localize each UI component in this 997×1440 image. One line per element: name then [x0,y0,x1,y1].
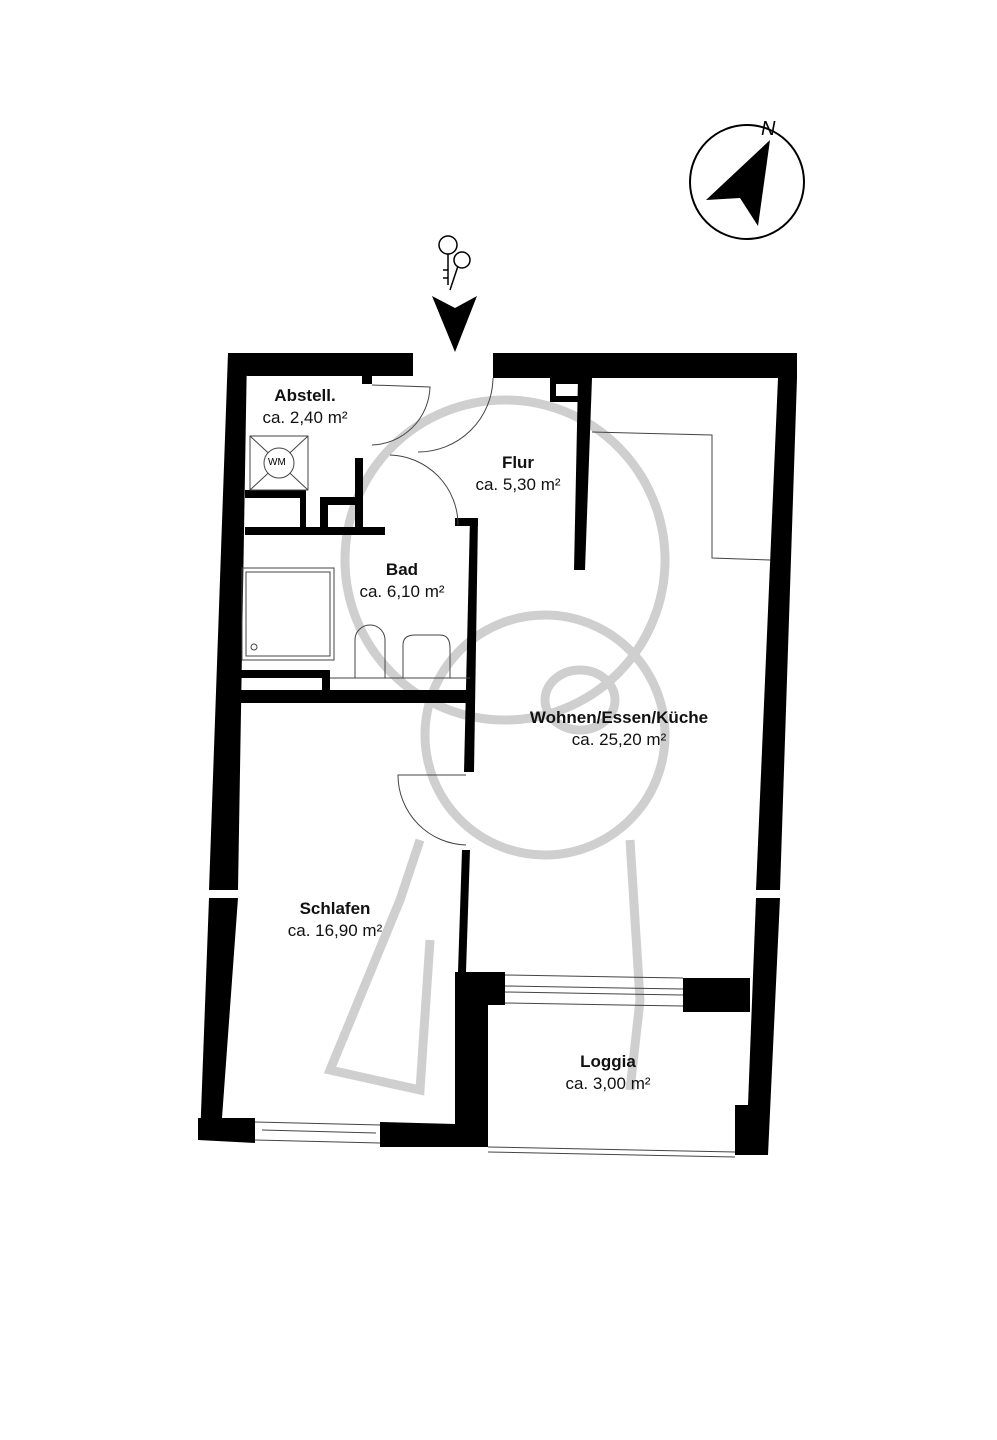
room-abstell: Abstell. ca. 2,40 m² [262,385,347,429]
door-schlafen [397,774,467,846]
washing-machine-label: WM [268,457,286,468]
room-area: ca. 16,90 m² [287,921,383,940]
shower-tray [241,567,335,661]
room-name: Abstell. [274,386,336,405]
room-loggia: Loggia ca. 3,00 m² [565,1051,650,1095]
entrance-arrow-icon [432,296,477,352]
keys-icon [438,235,471,291]
room-flur: Flur ca. 5,30 m² [475,452,560,496]
room-area: ca. 5,30 m² [475,475,561,494]
sink [402,634,451,678]
room-name: Flur [501,453,535,472]
compass-icon [689,124,805,240]
watermark-logo [323,395,670,1096]
toilet [354,624,386,678]
fixtures [241,377,771,1158]
room-name: Loggia [580,1052,636,1071]
room-wohnen-essen-kueche: Wohnen/Essen/Küche ca. 25,20 m² [530,707,708,751]
room-area: ca. 2,40 m² [262,408,348,427]
room-bad: Bad ca. 6,10 m² [359,559,444,603]
door-abstell [371,384,431,446]
room-name: Schlafen [299,899,371,918]
room-area: ca. 25,20 m² [571,730,667,749]
room-schlafen: Schlafen ca. 16,90 m² [288,898,383,942]
door-entrance [417,377,494,453]
room-area: ca. 6,10 m² [359,582,445,601]
room-name: Bad [385,560,419,579]
washing-machine [249,435,309,491]
compass-north-label: N [761,118,776,140]
walls [198,353,797,1155]
room-area: ca. 3,00 m² [565,1074,651,1093]
door-bad [389,454,459,526]
room-name: Wohnen/Essen/Küche [529,708,709,727]
